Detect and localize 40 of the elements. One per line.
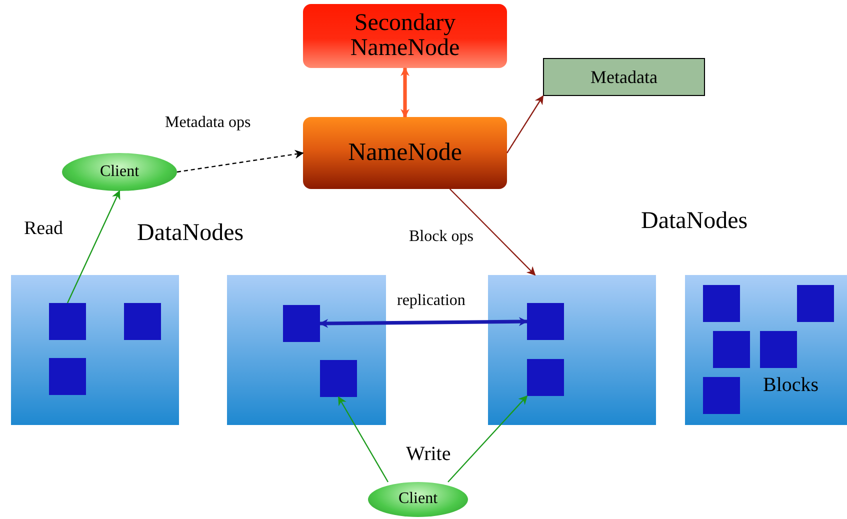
block-square xyxy=(320,360,357,397)
arrow xyxy=(449,188,536,276)
edge-label: Block ops xyxy=(407,228,476,246)
datanode-box xyxy=(227,275,386,425)
metadata-box xyxy=(543,58,705,96)
node-label: Client xyxy=(398,491,438,508)
arrow xyxy=(448,395,528,482)
arrow xyxy=(506,95,544,154)
secondary-namenode-box xyxy=(303,4,507,68)
block-square xyxy=(760,331,797,368)
group-heading: DataNodes xyxy=(641,208,748,235)
namenode-box xyxy=(303,117,507,189)
dashed-arrow xyxy=(176,150,304,173)
datanode-box xyxy=(685,275,847,425)
datanode-box xyxy=(488,275,656,425)
block-square xyxy=(527,359,564,396)
block-square xyxy=(527,303,564,340)
node-label: Metadata xyxy=(590,68,658,86)
block-square xyxy=(703,377,740,414)
edge-label: replication xyxy=(395,292,468,310)
block-square xyxy=(283,305,320,342)
block-square xyxy=(124,303,161,340)
block-square xyxy=(49,358,86,395)
arrow xyxy=(319,317,528,328)
edge-label: Metadata ops xyxy=(163,114,253,132)
arrow xyxy=(338,396,389,482)
node-label: Secondary NameNode xyxy=(349,10,461,62)
arrow xyxy=(400,67,410,118)
arrow-caption: Read xyxy=(24,218,64,240)
node-label: Client xyxy=(100,164,140,180)
block-square xyxy=(49,303,86,340)
arrow-caption: Write xyxy=(406,443,451,466)
arrow xyxy=(66,190,120,304)
datanode-box xyxy=(11,275,179,425)
blocks-label: Blocks xyxy=(763,375,819,396)
block-square xyxy=(713,331,750,368)
block-square xyxy=(703,285,740,322)
group-heading: DataNodes xyxy=(137,220,244,247)
node-label: NameNode xyxy=(348,140,462,166)
block-square xyxy=(797,285,834,322)
